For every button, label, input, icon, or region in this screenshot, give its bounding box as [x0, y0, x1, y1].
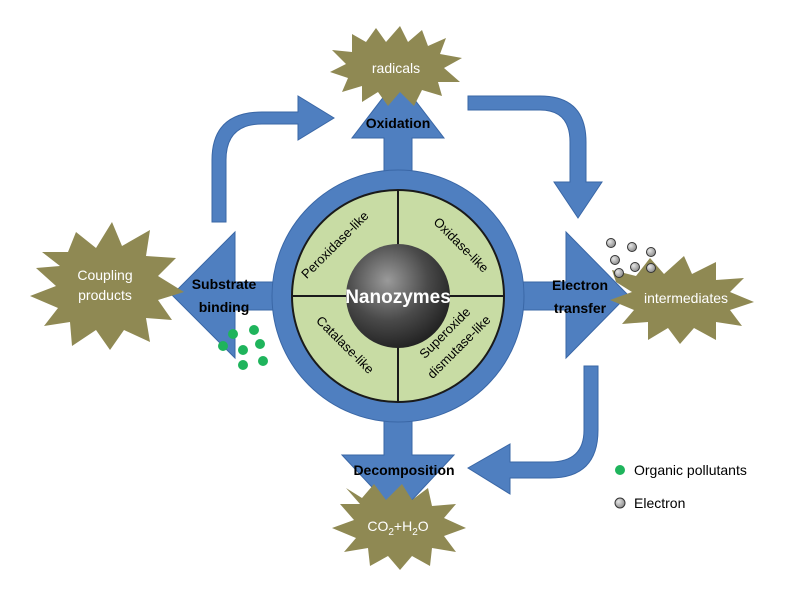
electron-dot — [627, 242, 637, 252]
electron-dot — [614, 268, 624, 278]
curve-arrow-top-left — [211, 95, 335, 223]
burst-intermediates: intermediates — [610, 256, 754, 344]
pollutant-dot — [218, 341, 228, 351]
legend: Organic pollutants Electron — [614, 462, 747, 511]
core-label: Nanozymes — [345, 287, 451, 308]
curve-arrow-bottom-right — [467, 365, 599, 495]
legend-pollutant-label: Organic pollutants — [634, 462, 747, 478]
electron-dot — [630, 262, 640, 272]
pollutant-dot — [238, 360, 248, 370]
burst-coupling-line2: products — [78, 287, 132, 303]
electron-dot — [646, 247, 656, 257]
label-decomposition: Decomposition — [353, 462, 454, 478]
label-substrate: Substrate — [192, 276, 257, 292]
pollutant-dot — [249, 325, 259, 335]
curved-arrows — [211, 95, 603, 495]
burst-coupling-products: Coupling products — [30, 222, 184, 350]
legend-pollutant-swatch — [615, 465, 625, 475]
burst-coupling-line1: Coupling — [77, 267, 132, 283]
electron-dot — [646, 263, 656, 273]
burst-co2-label: CO2+H2O — [367, 518, 428, 538]
label-binding: binding — [199, 299, 250, 315]
pollutant-dot — [258, 356, 268, 366]
electron-dot — [610, 255, 620, 265]
legend-electron-label: Electron — [634, 495, 685, 511]
label-oxidation: Oxidation — [366, 115, 431, 131]
label-electron: Electron — [552, 277, 608, 293]
burst-intermediates-label: intermediates — [644, 290, 728, 306]
burst-radicals-label: radicals — [372, 60, 420, 76]
legend-electron-swatch — [614, 497, 626, 509]
pollutant-dot — [238, 345, 248, 355]
electron-dot — [606, 238, 616, 248]
electron-dots — [606, 238, 656, 278]
nanozyme-core — [346, 244, 450, 348]
label-transfer: transfer — [554, 300, 607, 316]
curve-arrow-top-right — [467, 95, 603, 219]
pollutant-dot — [255, 339, 265, 349]
pollutant-dot — [228, 329, 238, 339]
burst-co2-h2o: CO2+H2O — [332, 484, 466, 570]
burst-radicals: radicals — [330, 26, 462, 106]
pollutant-dots — [218, 325, 268, 370]
